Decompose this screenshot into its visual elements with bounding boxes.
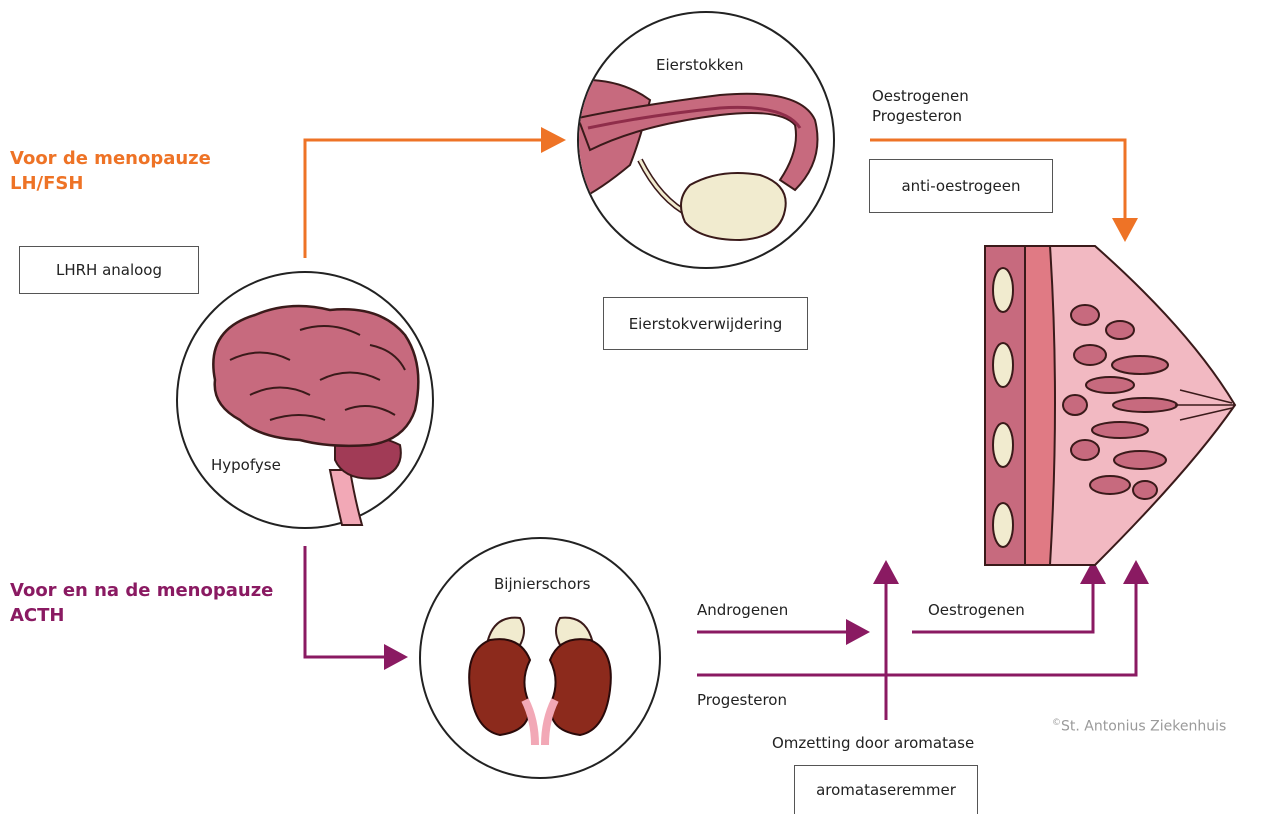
ovary-progesterone-text: Progesteron: [872, 106, 969, 126]
pre-menopause-heading: Voor de menopauze LH/FSH: [10, 146, 211, 196]
pre-post-menopause-hormone: ACTH: [10, 603, 273, 628]
lhrh-analog-box: LHRH analoog: [19, 246, 199, 294]
pituitary-label: Hypofyse: [211, 455, 281, 475]
androgens-label: Androgenen: [697, 600, 788, 620]
pituitary-to-ovary-arrow: [305, 140, 545, 258]
arrowhead-breast-top: [1112, 218, 1138, 242]
ovary-hormones-label: Oestrogenen Progesteron: [872, 86, 969, 126]
brain-illustration: [177, 272, 433, 528]
pituitary-to-adrenal-arrow: [305, 546, 385, 657]
ovary-illustration: [578, 12, 834, 268]
arrowhead-adrenal: [384, 644, 408, 670]
arrowhead-progesterone: [1123, 560, 1149, 584]
ovary-estrogens-text: Oestrogenen: [872, 86, 969, 106]
aromatase-inhibitor-box: aromataseremmer: [794, 765, 978, 814]
anti-estrogen-box: anti-oestrogeen: [869, 159, 1053, 213]
breast-illustration: [985, 246, 1235, 565]
copyright-text: St. Antonius Ziekenhuis: [1061, 719, 1226, 735]
arrowhead-aromatase: [873, 560, 899, 584]
pre-menopause-hormone: LH/FSH: [10, 171, 211, 196]
arrowhead-ovary: [541, 127, 566, 153]
progesterone-arrow: [697, 582, 1136, 675]
pre-menopause-title: Voor de menopauze: [10, 146, 211, 171]
copyright-symbol: ©: [1052, 718, 1061, 728]
pre-post-menopause-title: Voor en na de menopauze: [10, 578, 273, 603]
arrowhead-androgens: [846, 619, 870, 645]
progesterone-label: Progesteron: [697, 690, 787, 710]
ovaries-label: Eierstokken: [656, 55, 744, 75]
pre-post-menopause-heading: Voor en na de menopauze ACTH: [10, 578, 273, 628]
ovariectomy-box: Eierstokverwijdering: [603, 297, 808, 350]
copyright-notice: ©St. Antonius Ziekenhuis: [1052, 718, 1226, 735]
adrenal-label: Bijnierschors: [494, 574, 590, 594]
estrogens-label: Oestrogenen: [928, 600, 1025, 620]
aromatase-label: Omzetting door aromatase: [772, 733, 974, 753]
